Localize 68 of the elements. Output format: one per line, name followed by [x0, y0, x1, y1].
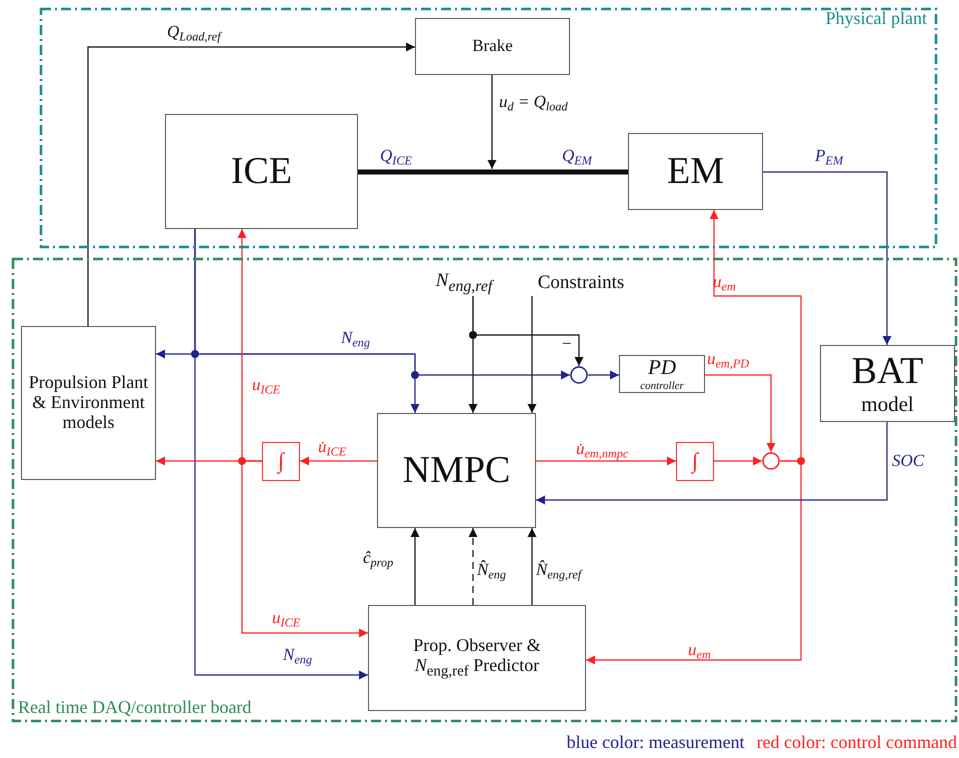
block-label: BAT — [852, 351, 924, 393]
region-title: Real time DAQ/controller board — [18, 697, 252, 718]
block-box — [415, 18, 570, 75]
block-label: EM — [667, 150, 724, 192]
edge-label: u̇$_{em,nmpc}$ — [575, 439, 630, 461]
legend-text: red color: control command — [756, 732, 957, 752]
edge-label: N̂$_{eng,ref}$ — [535, 560, 584, 582]
arrow — [705, 374, 776, 452]
arrow — [468, 528, 478, 605]
block-label: NMPC — [402, 450, 510, 492]
legend-text: blue color: measurement — [566, 732, 745, 752]
signal-text: N$_{eng,ref}$ — [436, 270, 492, 296]
arrow — [536, 456, 676, 466]
edge-label: P$_{EM}$ — [814, 146, 844, 168]
signal-label: Q$_{EM}$ — [561, 146, 594, 168]
region-title: Physical plant — [826, 8, 927, 29]
arrow — [588, 370, 619, 380]
arrow — [410, 528, 420, 605]
block-box — [676, 442, 714, 481]
arrow — [763, 171, 892, 345]
edge-label: ĉ$_{prop}$ — [362, 548, 394, 570]
arrow — [241, 460, 368, 638]
edge-label: u̇$_{ICE}$ — [317, 437, 348, 459]
edge-label: N$_{eng}$ — [340, 328, 372, 350]
summing-junction — [570, 366, 588, 384]
edge-label: N̂$_{eng}$ — [476, 560, 508, 582]
arrow — [536, 422, 888, 504]
arrow — [472, 296, 584, 366]
block-label: ICE — [230, 150, 292, 192]
dash-dot-region — [40, 8, 937, 248]
edge-label: u$_{em}$ — [687, 640, 712, 662]
block-box — [628, 133, 763, 210]
signal-label: Q$_{ICE}$ — [379, 146, 413, 168]
block-label: controller — [640, 380, 684, 392]
signal-text: Constraints — [538, 272, 624, 294]
block-box — [619, 355, 705, 393]
block-label: PD — [648, 356, 676, 380]
arrow — [714, 456, 762, 466]
block-box — [377, 413, 536, 528]
block-box — [262, 442, 300, 481]
block-box — [820, 345, 955, 422]
edge-label: u$_{ICE}$ — [251, 375, 282, 397]
arrow — [87, 42, 415, 326]
edge-label: u$_{ICE}$ — [271, 608, 302, 630]
block-box — [368, 605, 586, 711]
edge-label: u$_{d}$ = Q$_{load}$ — [498, 92, 569, 114]
block-label: Brake — [472, 37, 513, 56]
shaft-line — [358, 170, 628, 174]
edge-label: u$_{em,PD}$ — [706, 349, 750, 371]
block-label: Propulsion Plant & Environment models — [28, 373, 150, 433]
arrow — [528, 296, 536, 413]
arrow — [528, 528, 536, 605]
block-label: ∫ — [278, 449, 284, 474]
edge-label: N$_{eng}$ — [282, 645, 314, 667]
signal-label: − — [561, 334, 573, 353]
block-label: ∫ — [692, 449, 698, 474]
block-label: model — [861, 392, 914, 416]
block-box — [21, 326, 156, 480]
block-box — [165, 114, 358, 229]
dash-dot-region — [12, 258, 957, 722]
arrow — [194, 229, 368, 680]
summing-junction — [762, 452, 780, 470]
edge-label: SOC — [891, 451, 926, 470]
block-label: Prop. Observer & N$_{eng,ref}$ Predictor — [412, 636, 542, 680]
arrow — [488, 75, 496, 169]
arrow — [300, 456, 377, 466]
edge-label: Q$_{Load,ref}$ — [166, 22, 223, 44]
arrow — [586, 460, 802, 664]
